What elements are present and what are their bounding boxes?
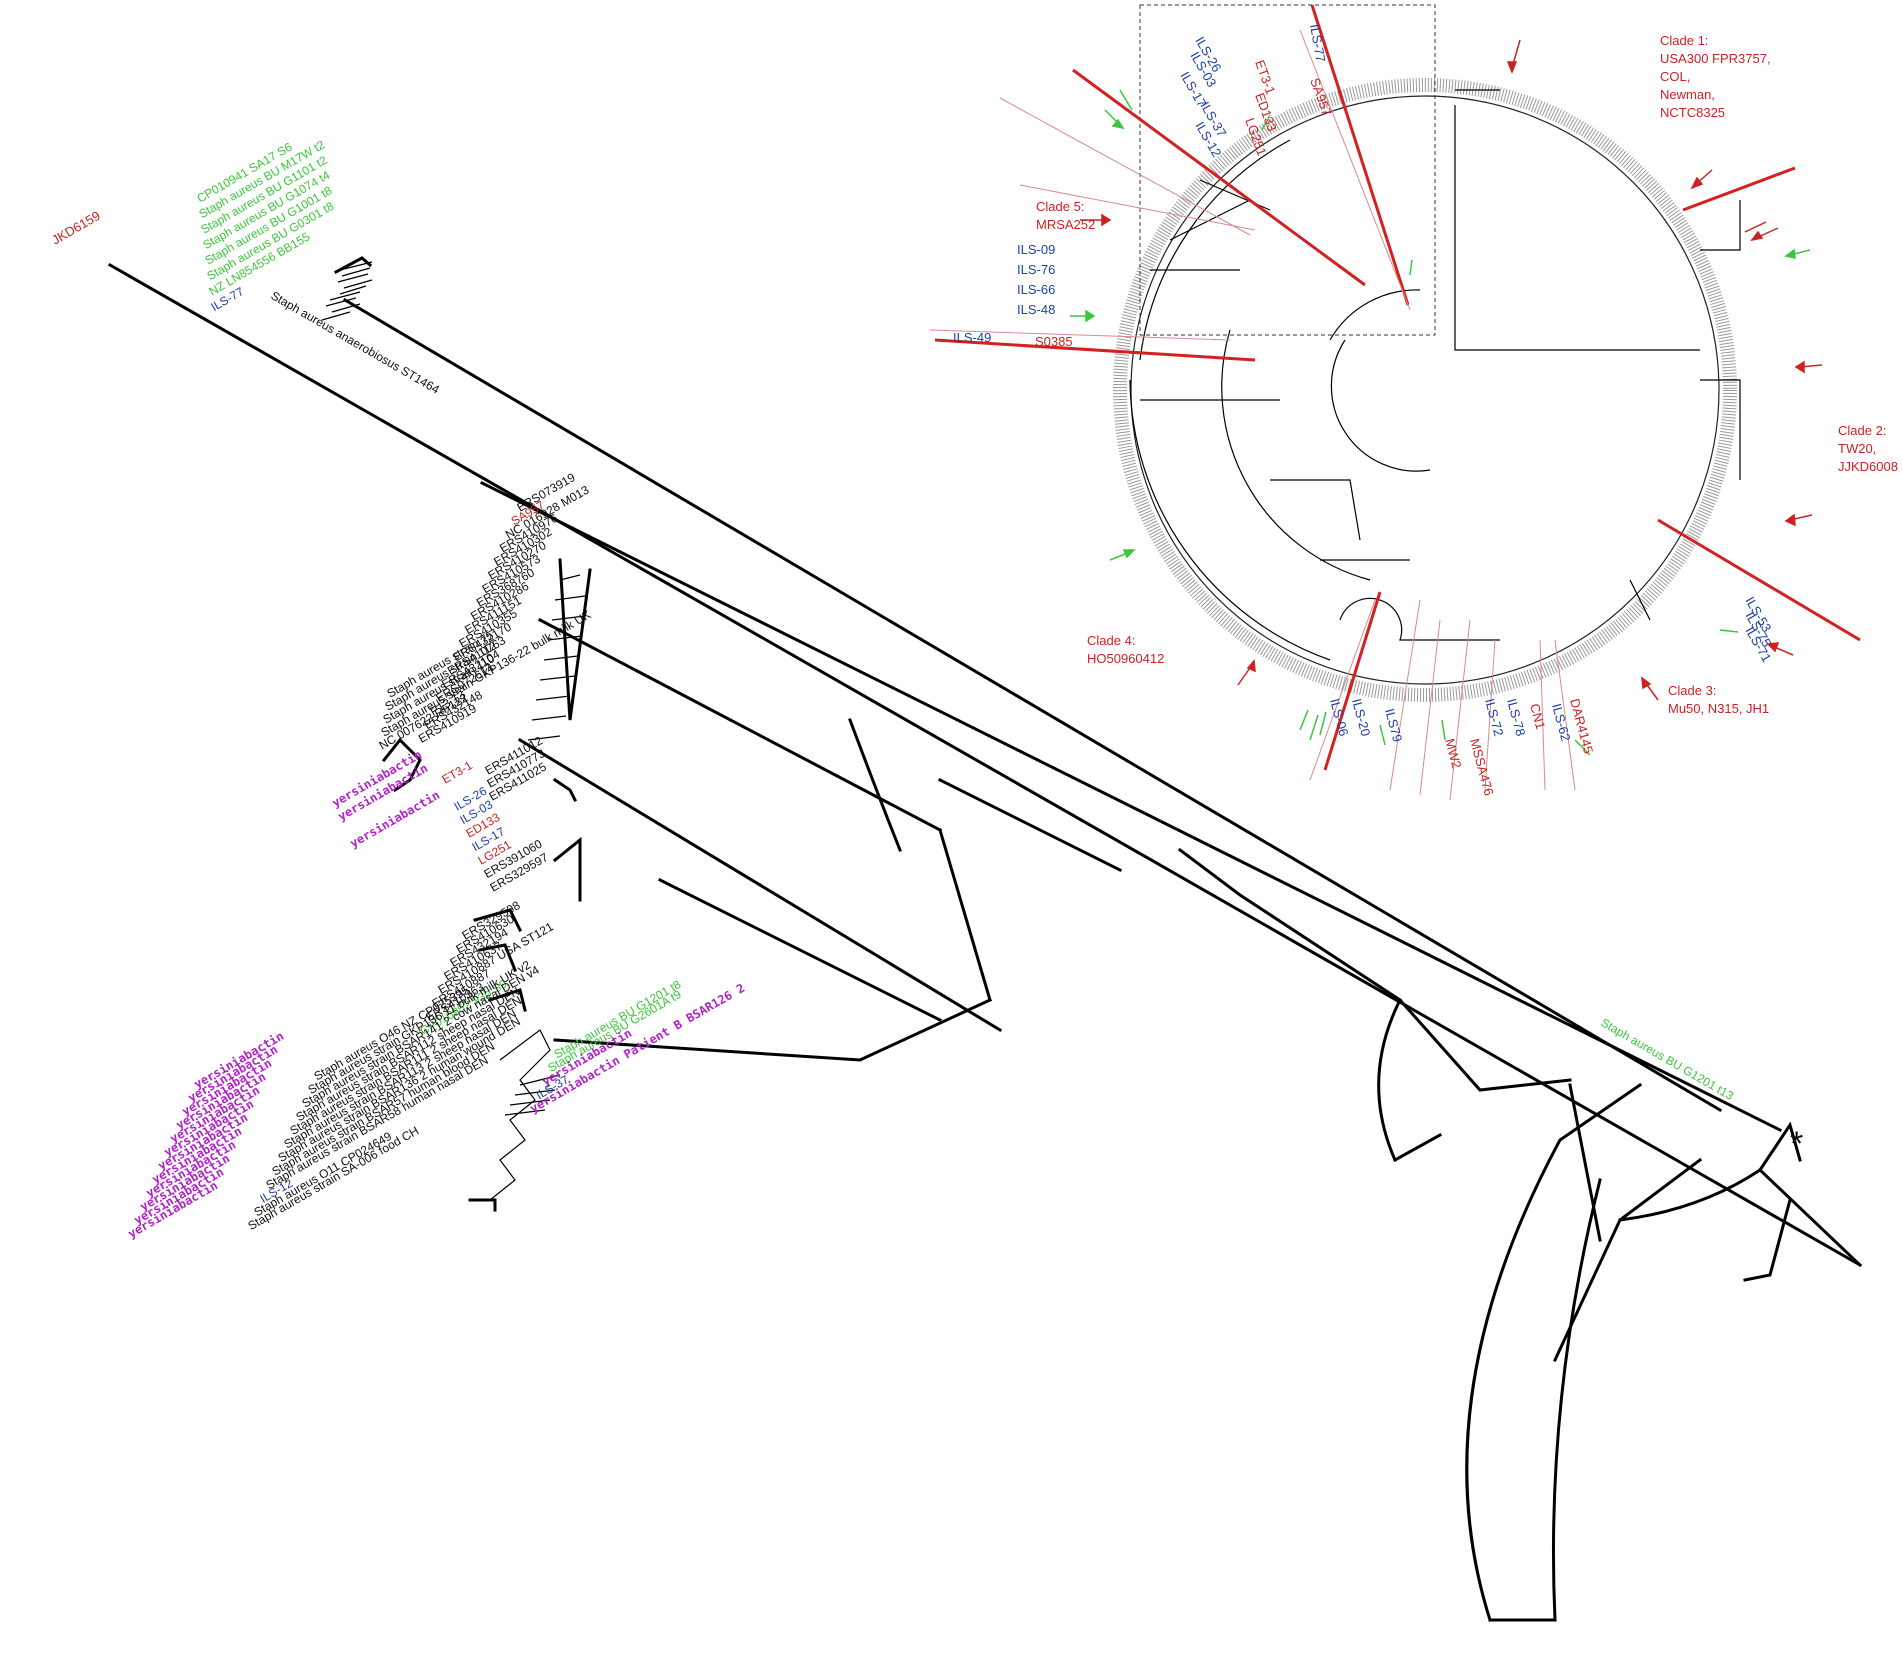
bottom-strain-label: MW2	[1442, 737, 1464, 770]
bottom-strain-label: CN1	[1527, 702, 1548, 731]
label-bu-g1201-t13: Staph aureus BU G1201 t13	[1599, 1015, 1737, 1103]
low-leaf-group: ERS329598ERS410630ERS432194ERS410637ERS4…	[126, 898, 748, 1241]
bottom-strain-label: ILS-20	[1349, 697, 1373, 738]
clade-strains: HO50960412	[1087, 651, 1164, 666]
clade-name: Clade 1:	[1660, 33, 1708, 48]
label-s0385: S0385	[1035, 334, 1073, 349]
mid-leaf-label: ET3-1	[440, 758, 476, 787]
circular-tree: Clade 1: USA300 FPR3757, COL, Newman, NCTC83…	[929, 4, 1898, 801]
clade-strains: MRSA252	[1036, 217, 1095, 232]
label-jkd6159: JKD6159	[49, 208, 103, 248]
zoom-box-label: ILS-77	[1307, 23, 1328, 63]
green-arrows	[1070, 89, 1811, 756]
clade-label-group: Clade 1: USA300 FPR3757, COL, Newman, NCTC83…	[1036, 33, 1898, 716]
label-ils-49: ILS-49	[953, 330, 991, 345]
clade-strains: Mu50, N315, JH1	[1668, 701, 1769, 716]
bottom-strain-label: ILS-72	[1482, 697, 1506, 738]
zoom-box-labels: ILS-26ILS-03ILS-17ILS-37ILS-12ET3-1ED133…	[1177, 23, 1334, 160]
outer-leaf-ring	[1113, 78, 1737, 702]
clade-strains: JJKD6008	[1838, 459, 1898, 474]
clade-name: Clade 5:	[1036, 199, 1084, 214]
clade5-ils-label: ILS-66	[1017, 282, 1055, 297]
clade-name: Clade 3:	[1668, 683, 1716, 698]
bottom-strain-label: MSSA476	[1467, 737, 1497, 797]
red-arrows	[1080, 39, 1823, 701]
clade-strains: USA300 FPR3757,	[1660, 51, 1771, 66]
clade-name: Clade 2:	[1838, 423, 1886, 438]
clade-strains: NCTC8325	[1660, 105, 1725, 120]
asterisk-marker: *	[1790, 1125, 1803, 1163]
clade-strains: COL,	[1660, 69, 1690, 84]
clade-strains: Newman,	[1660, 87, 1715, 102]
clade-name: Clade 4:	[1087, 633, 1135, 648]
bottom-strain-label: ILS-78	[1504, 697, 1528, 738]
clade5-ils-label: ILS-76	[1017, 262, 1055, 277]
bottom-strain-label: ILS-06	[1327, 697, 1351, 738]
clade-strains: TW20,	[1838, 441, 1876, 456]
zoom-box	[1139, 4, 1436, 336]
bottom-strain-label: DAR4145	[1567, 697, 1596, 755]
clade5-ils-label: ILS-48	[1017, 302, 1055, 317]
clade5-ils-label: ILS-09	[1017, 242, 1055, 257]
